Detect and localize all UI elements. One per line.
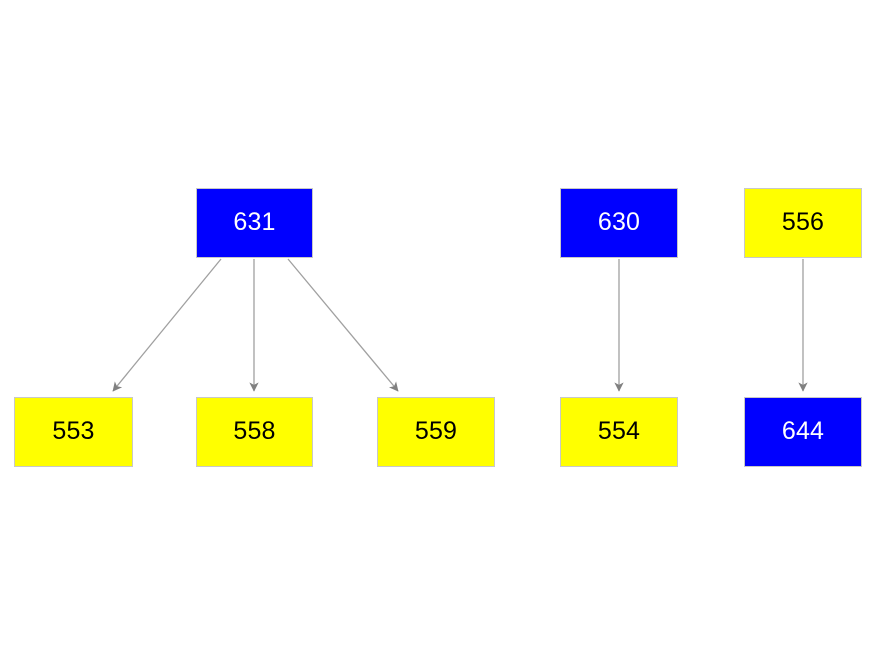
graph-node-label: 631 — [233, 207, 276, 236]
graph-node-559[interactable]: 559 — [377, 397, 495, 467]
graph-node-556[interactable]: 556 — [744, 188, 862, 258]
graph-node-631[interactable]: 631 — [196, 188, 313, 258]
graph-node-554[interactable]: 554 — [560, 397, 678, 467]
graph-node-label: 630 — [597, 207, 641, 236]
graph-node-630[interactable]: 630 — [560, 188, 678, 258]
graph-node-label: 554 — [597, 416, 641, 445]
graph-node-label: 558 — [233, 416, 276, 445]
graph-edge-631-to-559 — [287, 258, 399, 392]
graph-node-label: 553 — [52, 416, 95, 445]
graph-node-label: 556 — [781, 207, 825, 236]
graph-node-558[interactable]: 558 — [196, 397, 313, 467]
graph-node-644[interactable]: 644 — [744, 397, 862, 467]
graph-node-label: 559 — [414, 416, 458, 445]
graph-node-553[interactable]: 553 — [14, 397, 133, 467]
graph-edge-631-to-553 — [112, 258, 222, 392]
graph-node-label: 644 — [781, 416, 825, 445]
edge-group — [112, 258, 808, 392]
